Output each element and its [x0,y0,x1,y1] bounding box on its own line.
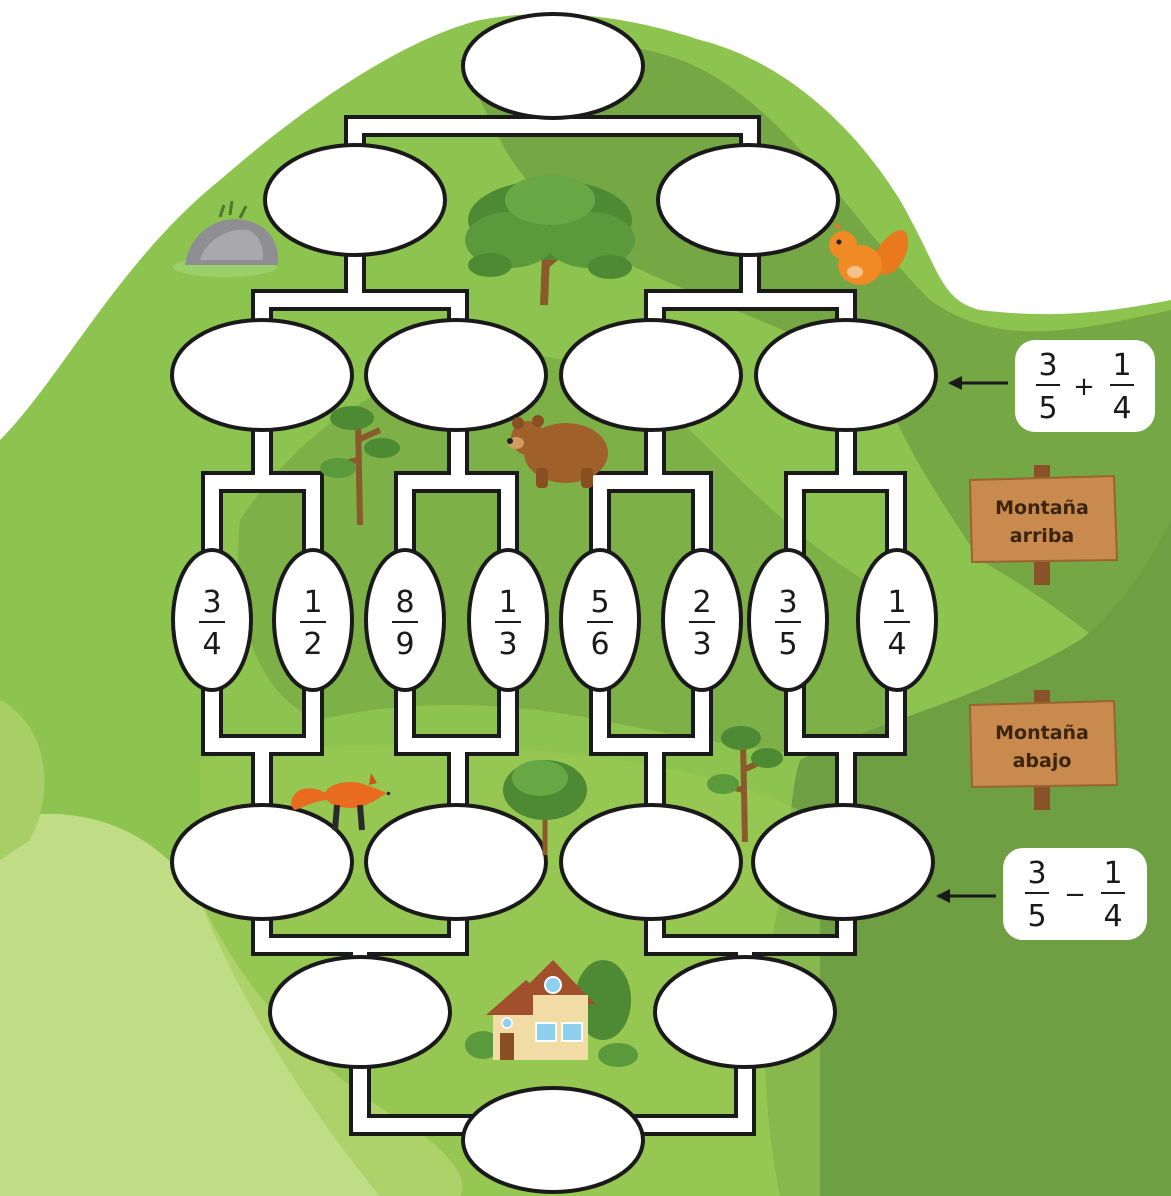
mountain-left-pale-edge [0,700,45,860]
answer-oval-bottom[interactable] [461,1086,645,1194]
fraction-denominator: 5 [778,627,797,662]
tree-icon [465,175,635,306]
answer-oval-level3-4[interactable] [751,803,935,921]
answer-oval-level1-left[interactable] [263,143,447,257]
example-sub-b-den: 4 [1103,899,1122,934]
fraction-oval-8: 1 4 [856,548,938,692]
fraction-numerator: 3 [778,585,797,620]
squirrel-icon [829,222,909,285]
fraction-oval-1: 3 4 [171,548,253,692]
bear-icon [507,415,608,488]
example-sub-b-num: 1 [1103,856,1122,891]
fraction-numerator: 3 [202,585,221,620]
sign-montana-abajo: Montaña abajo [968,690,1119,810]
example-add-operator: + [1073,372,1095,402]
fraction-denominator: 3 [692,627,711,662]
example-sub-operator: − [1064,880,1086,910]
fraction-numerator: 1 [887,585,906,620]
fraction-oval-2: 1 2 [272,548,354,692]
sign-montana-arriba: Montaña arriba [968,465,1119,585]
answer-oval-level1-right[interactable] [656,143,840,257]
answer-ovals [170,12,938,1194]
answer-oval-level4-left[interactable] [268,955,452,1069]
house-icon [465,960,638,1067]
mountain-right-dark [765,520,1171,1196]
fraction-numerator: 1 [303,585,322,620]
sign-line-1: Montaña [995,497,1089,519]
fraction-numerator: 1 [498,585,517,620]
example-add-b-den: 4 [1112,391,1131,426]
fraction-denominator: 9 [395,627,414,662]
fraction-numerator: 5 [590,585,609,620]
fraction-numerator: 2 [692,585,711,620]
example-add-b-num: 1 [1112,348,1131,383]
fraction-oval-3: 8 9 [364,548,446,692]
answer-oval-level2-3[interactable] [559,318,743,432]
example-sub-a-num: 3 [1027,856,1046,891]
example-sub-a-den: 5 [1027,899,1046,934]
example-addition: 3 5 + 1 4 [948,340,1155,432]
fraction-oval-4: 1 3 [467,548,549,692]
fraction-ovals: 3 4 1 2 8 9 1 3 5 6 [171,548,938,692]
answer-oval-level2-4[interactable] [754,318,938,432]
answer-oval-level2-1[interactable] [170,318,354,432]
tree-icon [503,760,587,855]
tree-icon [707,726,783,843]
fraction-denominator: 4 [887,627,906,662]
fraction-denominator: 4 [202,627,221,662]
fraction-oval-7: 3 5 [747,548,829,692]
fraction-numerator: 8 [395,585,414,620]
fraction-oval-6: 2 3 [661,548,743,692]
sign-line-1: Montaña [995,722,1089,744]
tree-icon [320,406,400,526]
answer-oval-level3-1[interactable] [170,803,354,921]
sign-line-2: abajo [1013,750,1072,772]
answer-oval-level4-right[interactable] [653,955,837,1069]
fraction-oval-5: 5 6 [559,548,641,692]
example-add-a-den: 5 [1038,391,1057,426]
answer-oval-level3-3[interactable] [559,803,743,921]
answer-oval-level3-2[interactable] [364,803,548,921]
arrow-left-icon [948,376,962,390]
fraction-denominator: 6 [590,627,609,662]
fraction-denominator: 2 [303,627,322,662]
sign-line-2: arriba [1010,525,1075,547]
answer-oval-level2-2[interactable] [364,318,548,432]
fraction-denominator: 3 [498,627,517,662]
arrow-left-icon [936,889,950,903]
answer-oval-top[interactable] [461,12,645,120]
example-add-a-num: 3 [1038,348,1057,383]
rock-icon [173,200,279,277]
fox-icon [291,773,391,831]
example-subtraction: 3 5 − 1 4 [936,848,1147,940]
